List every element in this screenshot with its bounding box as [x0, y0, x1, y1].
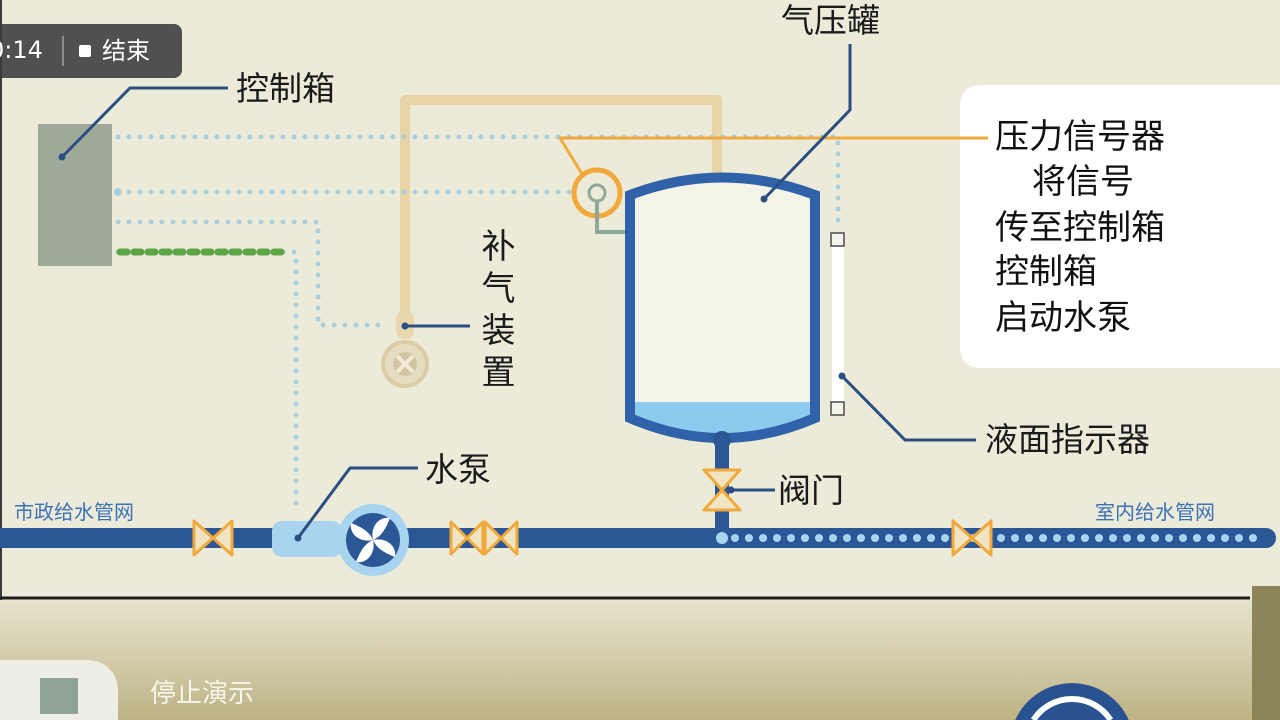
leader-dot	[58, 153, 66, 161]
left-edge-border	[0, 0, 2, 720]
valve-left-half	[951, 519, 974, 557]
check-valve-part-1	[449, 520, 469, 556]
ring-button-inner-ring	[1030, 696, 1114, 720]
valve-right-half	[211, 519, 234, 557]
level-indicator	[830, 232, 845, 416]
wire-start-dot	[114, 188, 122, 196]
pump-housing	[272, 521, 342, 557]
demo-control-button[interactable]	[1015, 683, 1129, 720]
info-line: 控制箱	[995, 252, 1097, 292]
recording-bar-separator	[62, 36, 64, 66]
leader-dot	[401, 322, 409, 330]
inlet-gate-valve	[192, 519, 234, 557]
info-line: 传至控制箱	[995, 208, 1165, 248]
stop-demo-label: 停止演示	[150, 679, 255, 709]
check-valve	[449, 520, 519, 556]
air-supply-line	[400, 95, 722, 323]
fan-blade	[350, 523, 373, 541]
wire-to-level-indicator	[115, 134, 841, 231]
level-gauge-tube	[832, 238, 844, 408]
pressure-switch-stem	[595, 201, 628, 234]
recording-timer: 0:14	[0, 36, 43, 64]
valve-label: 阀门	[778, 471, 844, 510]
leader-dot	[838, 372, 846, 380]
stop-demo-button[interactable]: 停止演示	[0, 660, 290, 720]
tank-outlet-valve	[702, 468, 742, 512]
water-pump	[272, 504, 409, 576]
tank-outlet-joint	[713, 431, 731, 449]
valve-top-half	[702, 468, 742, 492]
stop-square-icon	[79, 45, 91, 57]
info-line: 启动水泵	[995, 298, 1131, 338]
wire-to-pump	[115, 249, 299, 517]
pressure-tank-label: 气压罐	[781, 1, 880, 40]
indoor-network-label: 室内给水管网	[1095, 500, 1215, 524]
tank-leader	[762, 44, 852, 201]
tank-shell	[625, 172, 820, 443]
pressure-switch	[571, 167, 628, 234]
control-box-label: 控制箱	[236, 69, 335, 108]
air-supply-device	[381, 311, 429, 388]
pressure-tank	[625, 172, 820, 443]
level-indicator-leader	[840, 374, 976, 442]
fan-icon	[350, 517, 396, 563]
stop-square-icon	[40, 678, 78, 714]
valve-bottom-half	[702, 488, 742, 512]
fan-blade	[372, 517, 390, 540]
info-line: 将信号	[1032, 162, 1134, 202]
leader-dot	[294, 534, 302, 542]
valve-left-half	[192, 519, 215, 557]
leader-dot	[727, 486, 735, 494]
level-gauge-top-fitting	[830, 232, 845, 247]
end-recording-button[interactable]: 结束	[74, 32, 174, 70]
tank-interior	[630, 177, 815, 438]
air-supply-device-label: 补气装置	[475, 228, 515, 396]
control-box-leader	[60, 86, 228, 159]
wire-to-air-supply	[115, 219, 391, 328]
fan-blade	[356, 540, 374, 563]
water-pump-label: 水泵	[425, 450, 491, 489]
compressor-cross-line	[395, 354, 415, 374]
info-panel	[960, 85, 1280, 368]
level-gauge-bottom-fitting	[830, 401, 845, 416]
check-valve-part-2	[465, 520, 485, 556]
outlet-gate-valve	[951, 519, 993, 557]
recording-bar: 0:14 结束	[0, 24, 182, 78]
info-line: 压力信号器	[995, 117, 1165, 157]
check-valve-part-3	[483, 520, 503, 556]
pipe-junction	[716, 532, 728, 544]
level-indicator-label: 液面指示器	[985, 420, 1150, 459]
end-recording-label: 结束	[102, 37, 150, 65]
fan-blade	[373, 539, 396, 557]
valve-right-half	[970, 519, 993, 557]
control-box	[38, 124, 112, 266]
leader-dot	[760, 195, 768, 203]
pressure-signal-line	[558, 136, 988, 175]
municipal-network-label: 市政给水管网	[14, 500, 134, 524]
pump-leader	[296, 466, 418, 539]
panel-right-edge	[1252, 586, 1280, 720]
check-valve-part-4	[499, 520, 519, 556]
